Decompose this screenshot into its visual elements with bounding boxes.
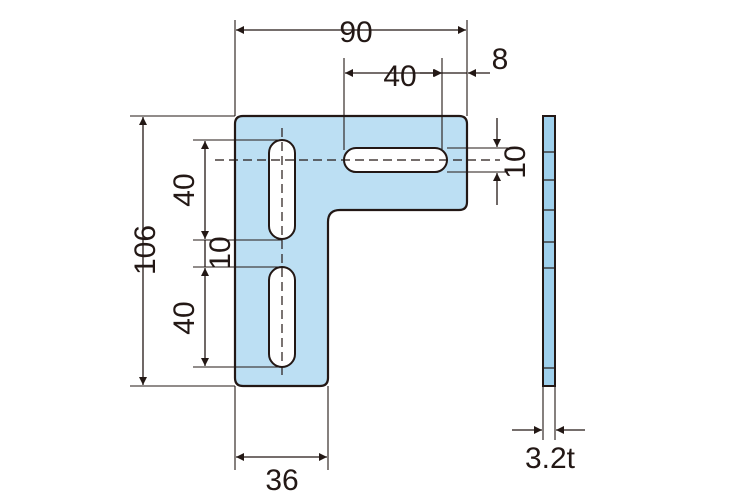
dim-lower-slot-length: 40 xyxy=(168,301,201,334)
dim-slot-length: 40 xyxy=(383,60,416,93)
dim-leg-width: 36 xyxy=(265,464,298,497)
dim-slot-gap: 10 xyxy=(204,236,237,269)
dim-slot-width: 10 xyxy=(499,145,532,178)
dim-overall-height: 106 xyxy=(129,225,162,275)
dim-edge-offset: 8 xyxy=(492,43,509,76)
dim-overall-width: 90 xyxy=(339,16,372,49)
dim-thickness: 3.2t xyxy=(525,442,576,475)
dim-upper-slot-length: 40 xyxy=(168,173,201,206)
side-view-plate-edge xyxy=(542,115,556,387)
